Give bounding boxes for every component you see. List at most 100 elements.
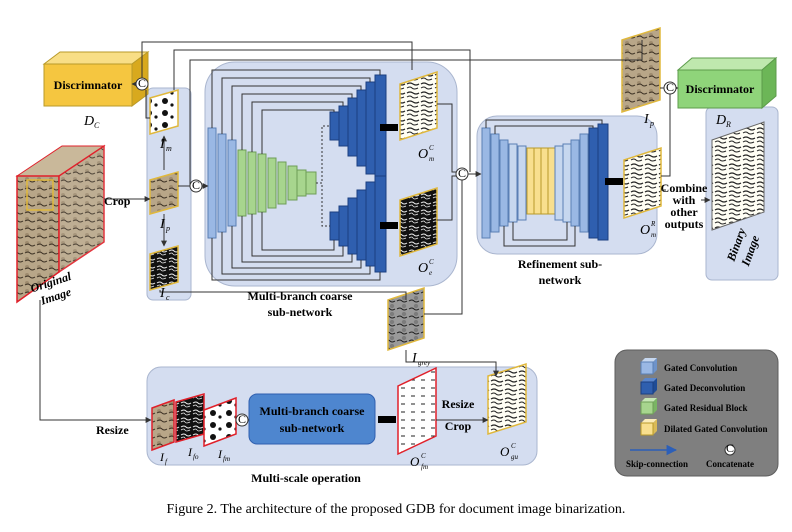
inner-coarse-label-1: Multi-branch coarse — [260, 404, 366, 418]
svg-text:O: O — [410, 454, 420, 469]
symbol-DC: D C — [83, 114, 100, 130]
svg-text:O: O — [418, 147, 428, 162]
svg-text:I: I — [187, 445, 193, 459]
coarse-output-OeC — [399, 186, 438, 258]
concat-right: C — [663, 80, 677, 95]
multiscale-output-OfmC — [397, 366, 437, 456]
symbol-OmC: O C m — [418, 144, 434, 163]
legend-concatenate: C Concatenate — [706, 441, 754, 469]
inner-coarse-label-2: sub-network — [280, 421, 345, 435]
svg-text:C: C — [238, 412, 246, 426]
svg-text:C: C — [458, 166, 466, 180]
svg-text:C: C — [192, 178, 200, 192]
legend-dilated-gated: Dilated Gated Convolution — [640, 419, 768, 436]
svg-text:Skip-connection: Skip-connection — [626, 459, 688, 469]
svg-text:I: I — [159, 137, 166, 152]
refinement-output-OmR — [623, 146, 662, 220]
combine-label-3: other — [670, 205, 698, 219]
legend-skip-connection: Skip-connection — [626, 444, 688, 469]
combine-label-2: with — [673, 193, 696, 207]
svg-text:Dilated Gated Convolution: Dilated Gated Convolution — [664, 424, 768, 434]
svg-text:I: I — [159, 286, 166, 301]
refinement-skip-connections — [485, 119, 603, 247]
crop-small-label: Crop — [445, 419, 472, 433]
concat-left-top: C — [135, 76, 149, 91]
coarse-title-1: Multi-branch coarse — [248, 289, 354, 303]
svg-text:I: I — [159, 217, 166, 232]
svg-text:e: e — [429, 269, 432, 277]
discriminator-left: Discrimnator — [42, 51, 150, 107]
concat-left-mid: C — [189, 178, 203, 193]
svg-text:Gated Residual Block: Gated Residual Block — [664, 403, 748, 413]
resize-small-label: Resize — [442, 397, 475, 411]
svg-text:R: R — [650, 220, 656, 228]
svg-text:O: O — [418, 261, 428, 276]
svg-text:I: I — [643, 112, 650, 127]
coarse-title-2: sub-network — [268, 305, 333, 319]
multiscale-output-OguC — [487, 362, 527, 436]
svg-text:p: p — [165, 224, 170, 233]
mask-image-Im — [149, 89, 179, 135]
symbol-Ip-right: I p — [643, 112, 654, 128]
symbol-OmR: O R m — [640, 220, 656, 239]
svg-text:C: C — [421, 452, 426, 460]
combine-label-4: outputs — [665, 217, 704, 231]
svg-text:C: C — [726, 441, 734, 455]
svg-text:I: I — [217, 447, 223, 461]
contour-image-Ic — [149, 245, 179, 291]
symbol-Ifm: I fm — [217, 447, 230, 463]
concat-refine: C — [455, 166, 469, 181]
symbol-OeC: O C e — [418, 258, 434, 277]
symbol-Igrey: I grey — [411, 351, 431, 367]
svg-text:D: D — [715, 113, 726, 128]
svg-text:fo: fo — [193, 453, 199, 461]
inner-coarse-module — [248, 393, 376, 445]
legend-gated-conv: Gated Convolution — [640, 358, 737, 375]
svg-text:I: I — [411, 351, 418, 366]
svg-text:Concatenate: Concatenate — [706, 459, 754, 469]
grey-image-Igrey — [387, 286, 425, 352]
svg-text:m: m — [651, 231, 656, 239]
svg-text:Gated Deconvolution: Gated Deconvolution — [664, 383, 745, 393]
multiscale-title: Multi-scale operation — [251, 471, 361, 485]
symbol-OguC: O C gu — [500, 442, 519, 461]
legend: Gated Convolution Gated Deconvolution Ga… — [614, 349, 779, 477]
figure-caption: Figure 2. The architecture of the propos… — [166, 502, 626, 517]
discriminator-left-label: Discrimnator — [54, 78, 123, 92]
crop-region-marker — [26, 179, 54, 211]
coarse-output-OmC — [399, 70, 438, 142]
combine-label-1: Combine — [661, 181, 708, 195]
symbol-Ifo: I fo — [187, 445, 199, 461]
svg-text:C: C — [511, 442, 516, 450]
svg-text:fm: fm — [223, 455, 230, 463]
svg-text:C: C — [429, 258, 434, 266]
concat-multiscale: C — [235, 412, 249, 427]
crop-label: Crop — [104, 194, 131, 208]
legend-gated-residual: Gated Residual Block — [640, 398, 748, 415]
svg-text:gu: gu — [511, 453, 519, 461]
svg-text:C: C — [138, 76, 146, 90]
multiscale-images — [151, 393, 237, 452]
svg-text:I: I — [159, 450, 165, 464]
svg-text:D: D — [83, 114, 94, 129]
symbol-If: I f — [159, 450, 168, 466]
svg-text:m: m — [429, 155, 434, 163]
discriminator-right: Discrimnator — [676, 56, 778, 110]
discriminator-right-label: Discrimnator — [686, 82, 755, 96]
inner-output-bar — [378, 416, 396, 423]
symbol-Im: I m — [159, 137, 172, 153]
svg-text:C: C — [94, 121, 100, 130]
svg-text:R: R — [725, 120, 731, 129]
symbol-OfmC: O C fm — [410, 452, 428, 471]
svg-text:fm: fm — [421, 463, 428, 471]
symbol-Ic: I c — [159, 286, 170, 302]
symbol-Ip: I p — [159, 217, 170, 233]
svg-text:C: C — [666, 80, 674, 94]
svg-text:p: p — [649, 119, 654, 128]
svg-text:m: m — [166, 144, 172, 153]
svg-text:c: c — [166, 293, 170, 302]
patch-image-Ip — [149, 171, 179, 215]
refine-title-1: Refinement sub- — [518, 257, 602, 271]
svg-text:O: O — [500, 444, 510, 459]
